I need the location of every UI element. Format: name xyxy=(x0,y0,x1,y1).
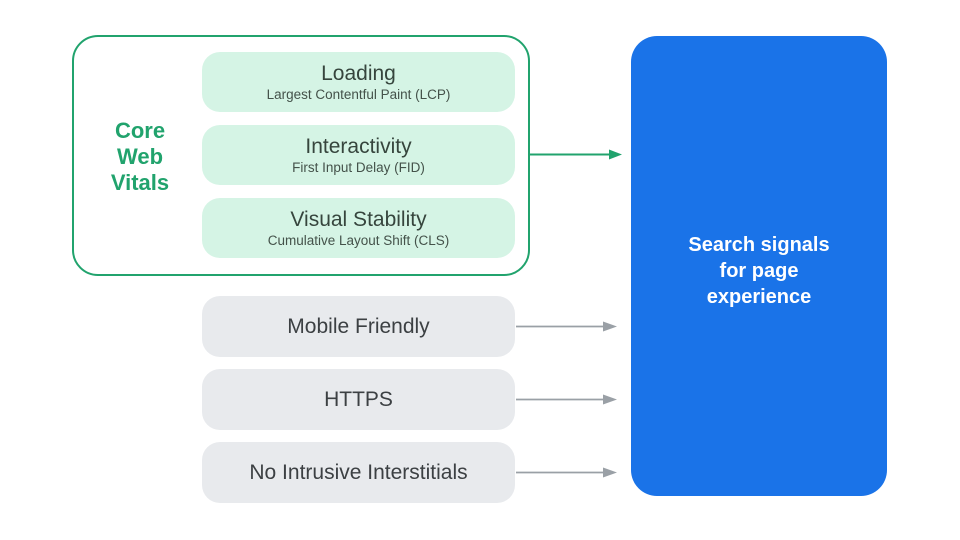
interstitials-arrow-icon xyxy=(516,467,617,478)
signal-label: Mobile Friendly xyxy=(287,314,430,338)
signal-label: HTTPS xyxy=(324,387,393,411)
signal-card-no-intrusive-interstitials: No Intrusive Interstitials xyxy=(202,442,515,503)
vital-subtitle: Cumulative Layout Shift (CLS) xyxy=(267,232,450,248)
mobile-friendly-arrow-icon xyxy=(516,321,617,332)
signal-card-https: HTTPS xyxy=(202,369,515,430)
vital-subtitle: First Input Delay (FID) xyxy=(292,159,425,175)
https-arrow-icon xyxy=(516,394,617,405)
signal-label: No Intrusive Interstitials xyxy=(249,460,468,484)
search-signals-label: Search signals for page experience xyxy=(688,234,830,308)
vital-card-interactivity: Interactivity First Input Delay (FID) xyxy=(202,125,515,185)
vital-title: Visual Stability xyxy=(290,207,427,231)
vital-subtitle: Largest Contentful Paint (LCP) xyxy=(266,86,451,102)
core-vitals-arrow-icon xyxy=(529,149,622,160)
core-web-vitals-label: Core Web Vitals xyxy=(110,118,170,195)
search-signals-card: Search signals for page experience xyxy=(631,36,887,496)
signal-card-mobile-friendly: Mobile Friendly xyxy=(202,296,515,357)
vital-card-loading: Loading Largest Contentful Paint (LCP) xyxy=(202,52,515,112)
vital-card-visual-stability: Visual Stability Cumulative Layout Shift… xyxy=(202,198,515,258)
vital-title: Loading xyxy=(321,61,396,85)
vital-title: Interactivity xyxy=(305,134,412,158)
